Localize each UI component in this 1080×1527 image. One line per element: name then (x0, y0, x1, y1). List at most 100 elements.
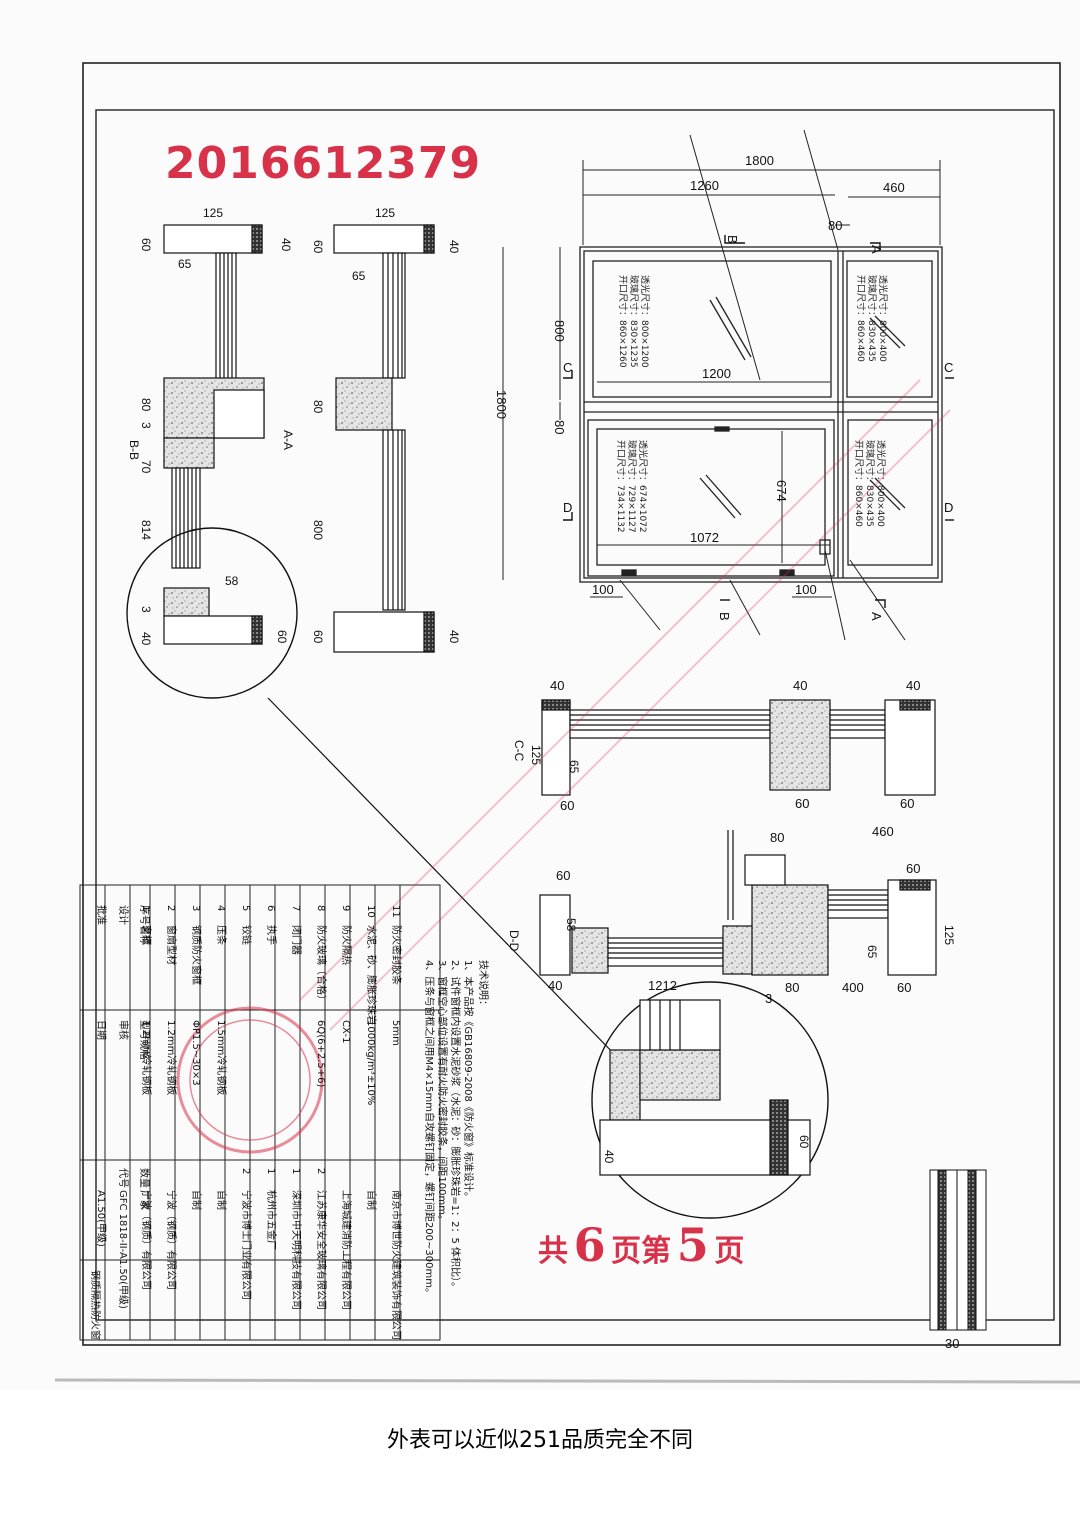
aa-bottom-h: 60 (311, 630, 325, 644)
bb-bottom-h: 40 (139, 632, 153, 646)
mark-c-left: C (563, 360, 572, 375)
page-current: 5 (676, 1218, 709, 1272)
elevation-dimensions (502, 129, 941, 641)
section-aa (333, 224, 435, 653)
dd-b2: 1212 (648, 978, 677, 993)
bb-bottom-flange: 60 (275, 630, 289, 644)
bom-name: 防火隔热 (340, 925, 353, 965)
section-bb-callout-circle (126, 527, 298, 699)
cc-total-right: 460 (872, 824, 894, 839)
bb-sash-depth: 65 (178, 257, 192, 271)
bom-no: 8 (315, 905, 326, 911)
bom-spec: 1000kg/m³±10% (365, 1020, 376, 1105)
bom-no: 4 (215, 905, 226, 911)
bom-qty: 1 (290, 1168, 301, 1174)
bom-no: 1 (140, 905, 151, 911)
pane-note-bottom-left-2: 玻璃尺寸：729×1127 (626, 440, 638, 533)
dd-top-mid: 80 (770, 830, 784, 845)
dim-width-total: 1800 (745, 153, 774, 168)
dim-mullion: 80 (828, 218, 842, 233)
detail-dim-b: 60 (797, 1135, 811, 1149)
dd-b6: 60 (897, 980, 911, 995)
dd-b3: 3 (765, 991, 772, 1006)
bom-date-label: 日期 (95, 1020, 107, 1040)
bb-sash-h: 814 (139, 520, 153, 540)
mark-b-top: B (725, 235, 740, 244)
tech-note-4: 4、压条与窗框之间用M4×15mm自攻螺钉固定，螺钉间距200~300mm。 (423, 960, 436, 1298)
bom-spec: 1.2mm冷轧钢板 (165, 1020, 178, 1095)
dim-hinge-left: 100 (592, 582, 614, 597)
bom-note: 宁波（钢质）有限公司 (140, 1190, 153, 1290)
aa-top-flange: 40 (447, 240, 461, 254)
bom-name: 执手 (265, 925, 278, 945)
bom-text-group: 11防火密封胶条5mm南京市博世防火建筑装饰有限公司10水泥、砂、膨胀珍珠岩10… (89, 905, 403, 1340)
bom-no: 9 (340, 905, 351, 911)
mark-d-right: D (944, 500, 953, 515)
bom-note: 自制 (365, 1190, 378, 1210)
cc-left: 40 (550, 678, 564, 693)
dim-width-right: 460 (883, 180, 905, 195)
tech-notes-title: 技术说明： (477, 960, 490, 1010)
bom-header-note: 厂家 (138, 1190, 151, 1210)
bom-note: 深圳市中天明科技有限公司 (290, 1190, 303, 1310)
bom-spec: 1.5mm冷轧钢板 (215, 1020, 228, 1095)
page-total: 6 (573, 1218, 606, 1272)
pane-note-top-right-1: 开口尺寸：860×460 (855, 275, 867, 362)
technical-drawing: 11防火密封胶条5mm南京市博世防火建筑装饰有限公司10水泥、砂、膨胀珍珠岩10… (54, 62, 1080, 1384)
bom-spec: ΦP1.5~30×3 (190, 1020, 201, 1086)
dd-foot: 58 (564, 918, 578, 932)
dd-top-left: 60 (556, 868, 570, 883)
bb-label: B-B (127, 440, 141, 460)
cc-right: 40 (906, 678, 920, 693)
mark-b-bottom: B (717, 612, 732, 621)
aa-sash-depth: 65 (352, 269, 366, 283)
aa-top-w: 125 (375, 206, 395, 220)
watermark-strokes (299, 379, 951, 1031)
dd-b1: 40 (548, 978, 562, 993)
detail-dim-c: 30 (945, 1336, 959, 1351)
pane-note-top-left-1: 开口尺寸：860×1260 (617, 275, 629, 368)
bom-name: 闭门器 (290, 925, 303, 955)
bom-spec: 6Q(6+2.5+6) (315, 1020, 326, 1088)
section-cc (541, 699, 936, 796)
bb-top-flange: 40 (279, 238, 293, 252)
dim-width-left: 1260 (690, 178, 719, 193)
dd-seal: 65 (865, 945, 879, 959)
bom-no: 10 (365, 905, 376, 918)
bom-code: GFC 1818-II-A1.50(甲级) (117, 1190, 129, 1309)
bb-foot: 58 (225, 574, 239, 588)
outer-border (82, 62, 1061, 1346)
bom-name: 铰链 (240, 925, 253, 945)
bom-name: 窗框 (140, 925, 153, 945)
window-elevation (579, 246, 943, 583)
pane-note-bottom-left-3: 透光尺寸：674×1072 (637, 440, 649, 533)
mark-c-right: C (944, 360, 953, 375)
bom-note: 自制 (215, 1190, 228, 1210)
page-prefix: 共 (538, 1234, 568, 1269)
bom-table (79, 884, 441, 1341)
bom-qty: 2 (315, 1168, 326, 1174)
caption: 外表可以近似251品质完全不同 (387, 1428, 693, 1453)
bom-no: 6 (265, 905, 276, 911)
bom-spec: CX-1 (340, 1020, 351, 1043)
tech-note-2: 2、试件窗框内设置水泥砂浆（水泥：砂：膨胀珍珠岩=1：2：5 体积比）。 (449, 960, 462, 1292)
bom-qty: 1 (265, 1168, 276, 1174)
bom-no: 3 (190, 905, 201, 911)
bom-header-qty: 数量 (138, 1168, 151, 1188)
dim-hinge-right: 100 (795, 582, 817, 597)
bom-product: 钢质隔热防火窗 (89, 1270, 102, 1340)
aa-sash-h: 800 (311, 520, 325, 540)
section-markers (563, 235, 954, 608)
bb-top-w: 125 (203, 206, 223, 220)
detail-callout-circle (591, 981, 829, 1219)
pane-note-top-left-2: 玻璃尺寸：830×1235 (628, 275, 640, 368)
pane-note-bottom-right-1: 开口尺寸：860×460 (853, 440, 865, 527)
dim-transom: 80 (552, 420, 567, 434)
bb-gap2: 70 (139, 460, 153, 474)
cc-bottom-left: 60 (560, 798, 574, 813)
page-info: 共 6 页第 5 页 (538, 1218, 744, 1272)
bom-header-spec: 型号规格 (138, 1020, 151, 1060)
small-seal-detail (929, 1169, 987, 1331)
